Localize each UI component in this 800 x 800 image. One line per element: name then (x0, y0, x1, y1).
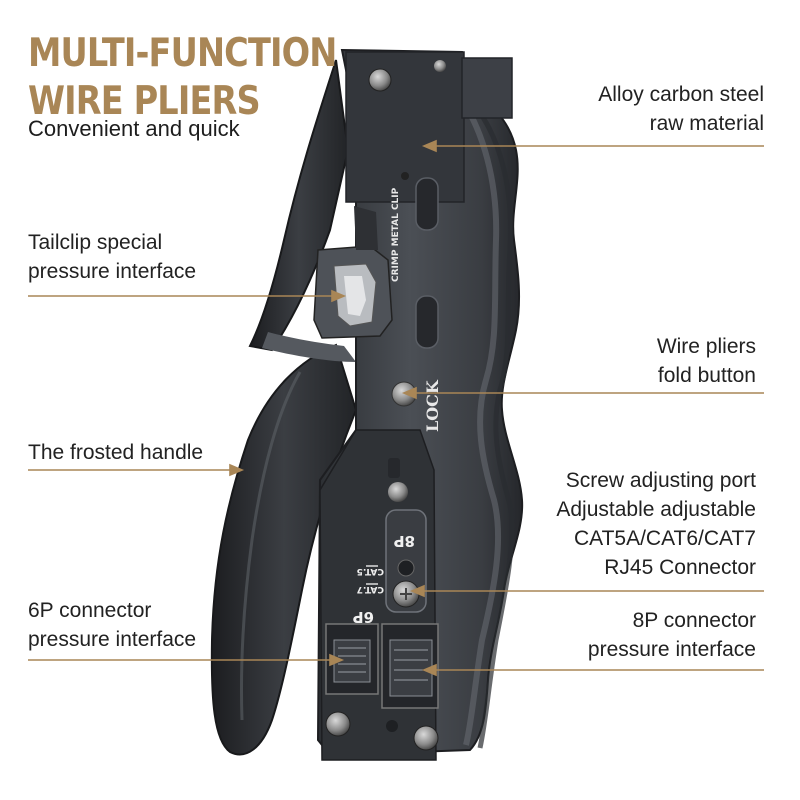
callout-fold-button: Wire pliers fold button (656, 335, 756, 387)
callout-screw-port: Screw adjusting port Adjustable adjustab… (556, 469, 756, 579)
lock-marking: LOCK (423, 379, 442, 432)
callout-handle: The frosted handle (28, 441, 204, 464)
headline-line-1: MULTI-FUNCTION (28, 31, 337, 76)
handle (210, 343, 358, 756)
subtitle: Convenient and quick (28, 116, 240, 141)
cat5-marking: CAT.5 (357, 566, 384, 576)
port-6p-marking: 6P (353, 608, 374, 626)
callout-tailclip: Tailclip special pressure interface (28, 231, 197, 283)
port-8p-marking: 8P (394, 532, 415, 550)
crimp-metal-clip-marking: CRIMP METAL CLIP (391, 187, 401, 282)
headline: MULTI-FUNCTION WIRE PLIERS (28, 30, 337, 126)
leader-lines (28, 139, 764, 677)
callout-alloy: Alloy carbon steel raw material (598, 83, 764, 135)
callout-8p: 8P connector pressure interface (587, 609, 756, 661)
cat7-marking: CAT.7 (357, 584, 384, 594)
callout-6p: 6P connector pressure interface (28, 599, 197, 651)
headline-line-2: WIRE PLIERS (28, 79, 261, 124)
